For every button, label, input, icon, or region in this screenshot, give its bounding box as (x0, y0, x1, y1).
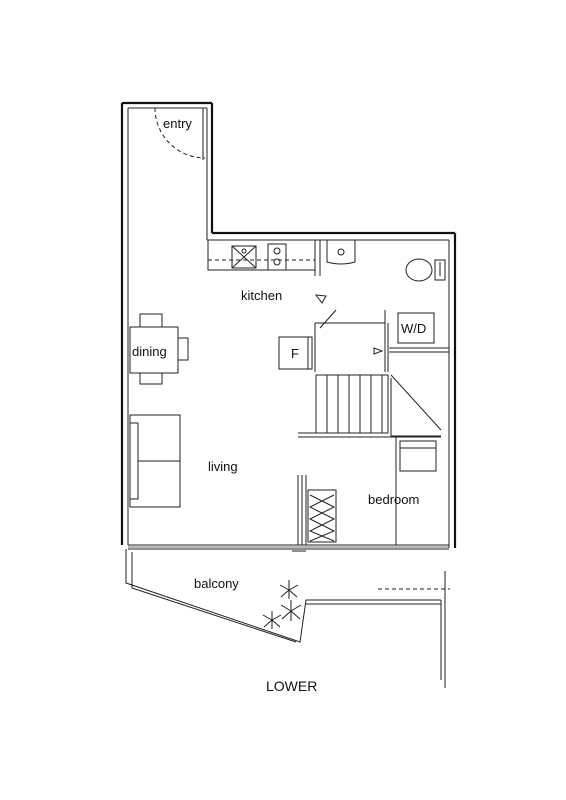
kitchen-counter (207, 239, 321, 276)
staircase (298, 374, 442, 438)
wardrobe (297, 475, 337, 545)
interior-walls (314, 294, 449, 372)
plant-icon (262, 580, 302, 629)
room-label-bedroom: bedroom (368, 492, 419, 507)
fridge-label: F (291, 346, 299, 361)
cooktop-icon (267, 243, 287, 271)
bedroom-walls (395, 437, 437, 545)
room-label-kitchen: kitchen (241, 288, 282, 303)
sink-icon (231, 245, 257, 269)
dining-table (129, 313, 189, 385)
level-label: LOWER (266, 678, 317, 694)
fridge (278, 336, 313, 370)
entry-door (154, 107, 208, 160)
balcony-outline (125, 549, 450, 688)
room-label-living: living (208, 459, 238, 474)
washer-dryer-label: W/D (401, 321, 426, 336)
exterior-walls (120, 101, 457, 548)
room-label-balcony: balcony (194, 576, 239, 591)
room-label-entry: entry (163, 116, 192, 131)
bathroom (326, 239, 446, 282)
room-label-dining: dining (132, 344, 167, 359)
balcony-doors (128, 544, 449, 552)
sofa (129, 414, 181, 508)
